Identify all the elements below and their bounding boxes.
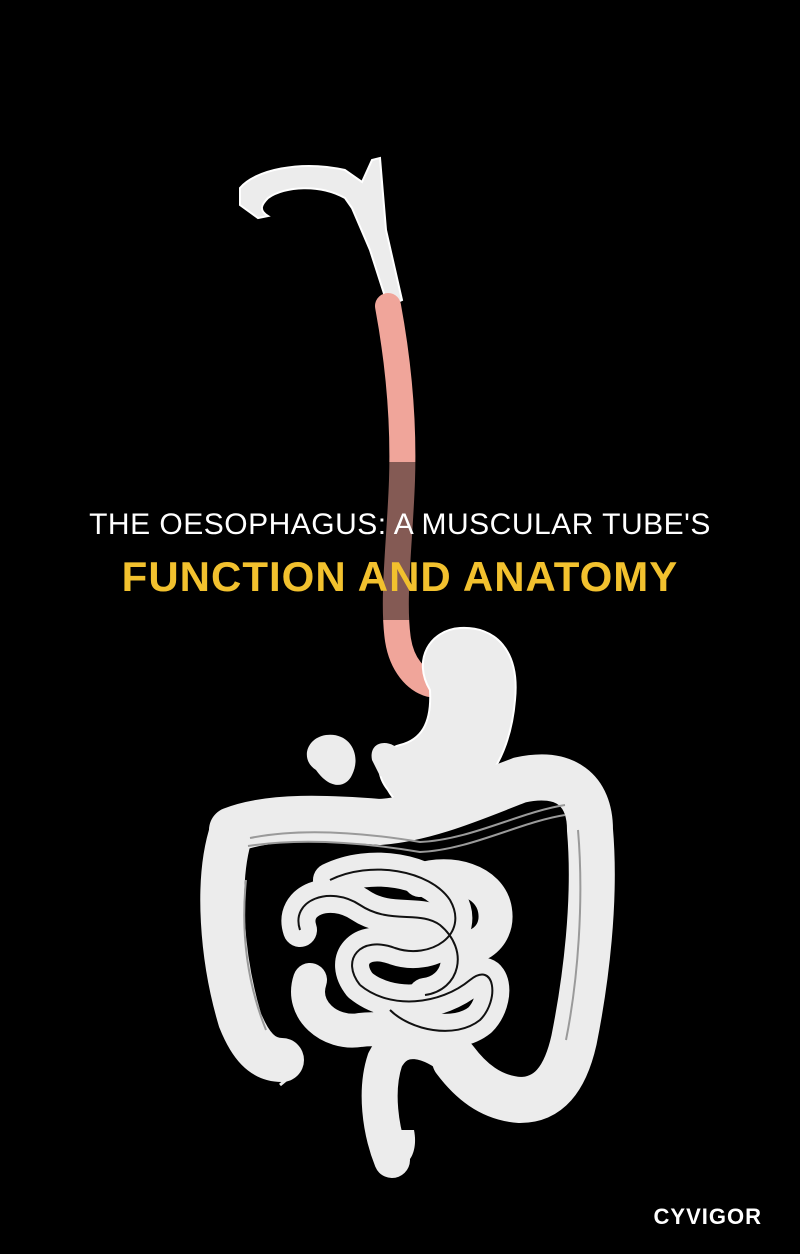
title-line-1: THE OESOPHAGUS: A MUSCULAR TUBE'S: [0, 508, 800, 542]
title-line-2: FUNCTION AND ANATOMY: [0, 553, 800, 601]
brand-logo: CYVIGOR: [654, 1204, 762, 1230]
pharynx-shape: [240, 158, 402, 306]
colon-shape: [222, 777, 592, 1160]
small-intestine-shape: [298, 870, 495, 1038]
